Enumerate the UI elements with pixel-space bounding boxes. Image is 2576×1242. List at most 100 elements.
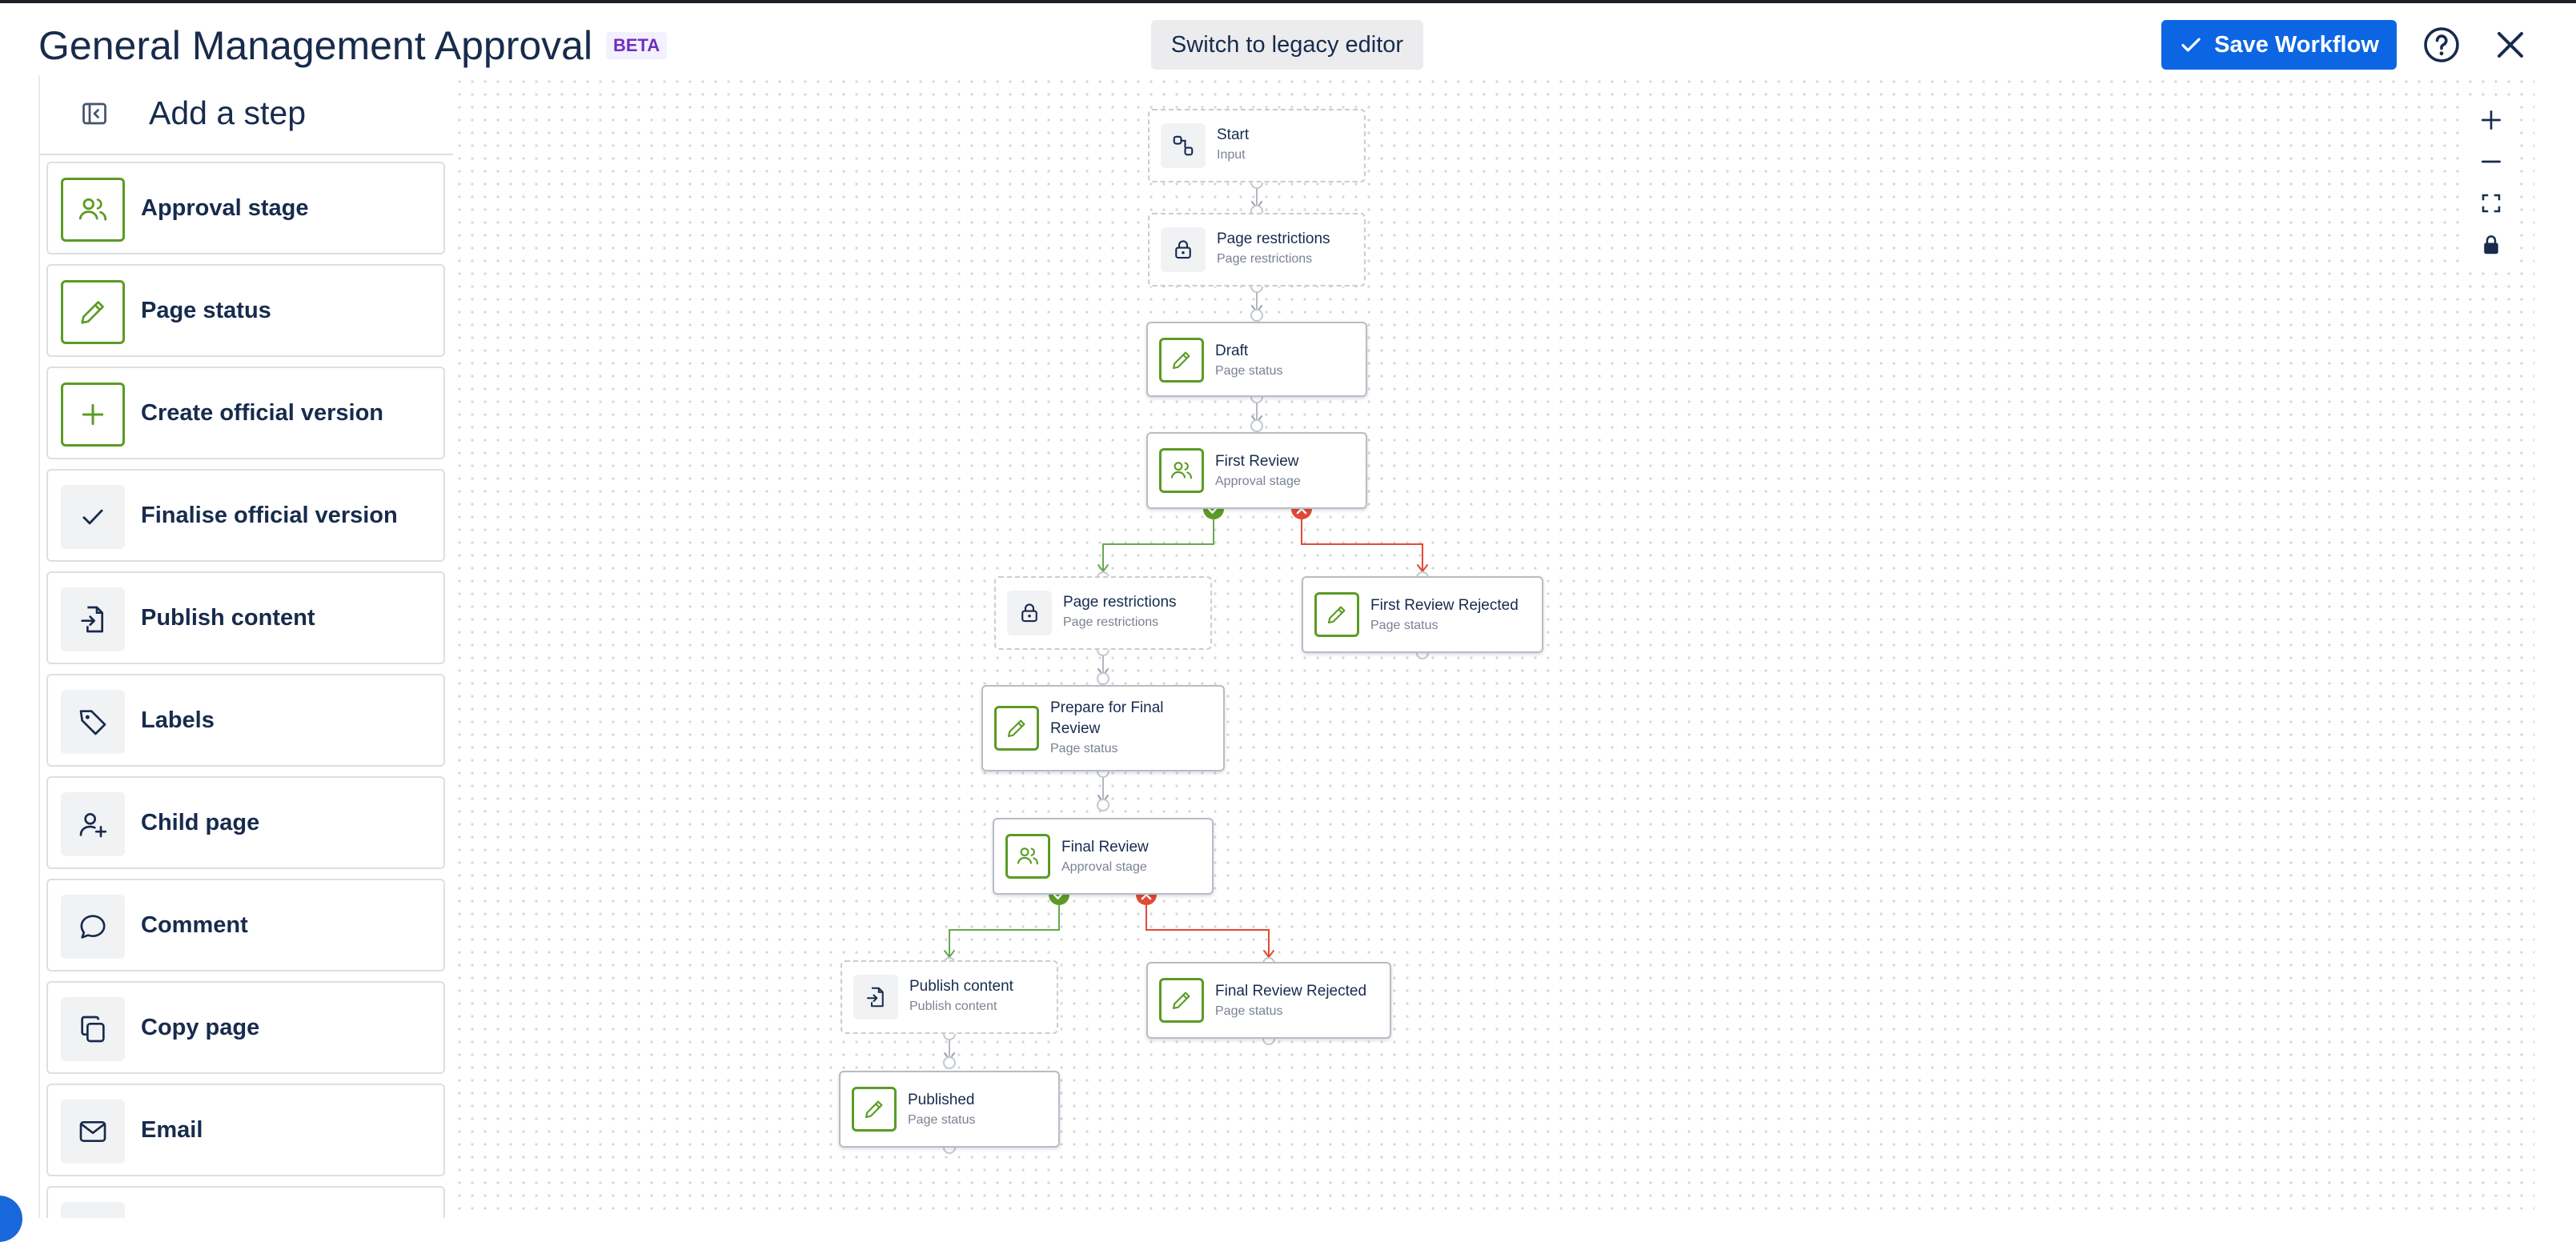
node-first-review-rejected[interactable]: First Review Rejected Page status — [1302, 576, 1543, 653]
step-label: Publish content — [141, 605, 315, 631]
node-title: Published — [908, 1092, 975, 1108]
node-page-restrictions-2[interactable]: Page restrictions Page restrictions — [994, 576, 1212, 650]
handle — [1250, 419, 1263, 432]
step-label: Page status — [141, 298, 271, 323]
step-approval-stage[interactable]: Approval stage — [46, 162, 445, 254]
page-title: General Management Approval — [38, 23, 593, 68]
node-title: First Review Rejected — [1370, 597, 1519, 614]
users-icon — [61, 178, 125, 242]
node-title: Page restrictions — [1217, 230, 1330, 247]
pencil-icon — [61, 280, 125, 344]
help-launcher-button[interactable] — [0, 1196, 22, 1242]
zoom-in-button[interactable] — [2469, 99, 2514, 141]
step-label: Comment — [141, 912, 248, 938]
step-child-page[interactable]: Child page — [46, 776, 445, 869]
lock-icon — [1007, 591, 1052, 635]
lock-canvas-button[interactable] — [2469, 224, 2514, 266]
check-icon — [61, 485, 125, 549]
edge-first-review-approved — [1102, 509, 1214, 575]
pencil-icon — [1159, 338, 1204, 383]
zoom-out-button[interactable] — [2469, 141, 2514, 182]
lock-icon — [1161, 227, 1206, 272]
pencil-icon — [1159, 978, 1204, 1023]
window-top-edge — [0, 0, 2576, 3]
handle — [1097, 799, 1109, 811]
step-label: Email — [141, 1117, 203, 1143]
step-icon-partial — [61, 1202, 125, 1218]
publish-icon — [61, 587, 125, 651]
step-finalise-official-version[interactable]: Finalise official version — [46, 469, 445, 562]
close-icon[interactable] — [2491, 26, 2530, 64]
step-copy-page[interactable]: Copy page — [46, 981, 445, 1074]
edge-first-review-rejected — [1301, 509, 1423, 575]
step-labels[interactable]: Labels — [46, 674, 445, 767]
step-label: Child page — [141, 810, 260, 835]
node-subtitle: Page restrictions — [1217, 252, 1313, 266]
node-subtitle: Approval stage — [1061, 860, 1147, 874]
node-subtitle: Publish content — [909, 1000, 997, 1013]
node-subtitle: Page status — [908, 1113, 976, 1127]
node-title: Prepare for Final Review — [1050, 699, 1164, 737]
collapse-sidebar-icon[interactable] — [80, 99, 109, 128]
node-final-review-rejected[interactable]: Final Review Rejected Page status — [1146, 962, 1391, 1039]
node-start[interactable]: Start Input — [1148, 109, 1366, 182]
node-subtitle: Page status — [1215, 364, 1283, 378]
workflow-canvas[interactable]: Start Input Page restrictions Page restr… — [453, 75, 2534, 1218]
node-title: Publish content — [909, 978, 1013, 995]
step-label: Approval stage — [141, 195, 309, 221]
fit-view-button[interactable] — [2469, 182, 2514, 224]
node-title: First Review — [1215, 453, 1299, 470]
step-label: Create official version — [141, 400, 383, 426]
node-final-review[interactable]: Final Review Approval stage — [993, 818, 1214, 895]
fit-view-icon — [2482, 194, 2501, 213]
step-label: Labels — [141, 707, 215, 733]
node-subtitle: Approval stage — [1215, 475, 1301, 488]
canvas-controls — [2469, 99, 2514, 267]
person-add-icon — [61, 792, 125, 856]
minus-icon — [2482, 160, 2501, 163]
step-create-official-version[interactable]: Create official version — [46, 367, 445, 459]
step-comment[interactable]: Comment — [46, 879, 445, 972]
node-draft[interactable]: Draft Page status — [1146, 322, 1367, 397]
step-card-partial[interactable] — [46, 1186, 445, 1218]
comment-icon — [61, 895, 125, 959]
node-page-restrictions[interactable]: Page restrictions Page restrictions — [1148, 213, 1366, 286]
input-icon — [1161, 123, 1206, 168]
save-workflow-button[interactable]: Save Workflow — [2161, 20, 2397, 70]
node-title: Draft — [1215, 343, 1249, 359]
beta-badge: BETA — [606, 32, 668, 59]
node-subtitle: Page status — [1370, 619, 1438, 632]
step-page-status[interactable]: Page status — [46, 264, 445, 357]
node-subtitle: Page status — [1215, 1004, 1283, 1018]
node-first-review[interactable]: First Review Approval stage — [1146, 432, 1367, 509]
plus-icon — [61, 383, 125, 447]
copy-icon — [61, 997, 125, 1061]
handle — [1097, 672, 1109, 685]
edge-final-review-rejected — [1146, 895, 1270, 960]
step-email[interactable]: Email — [46, 1084, 445, 1176]
save-workflow-label: Save Workflow — [2214, 31, 2379, 58]
node-title: Start — [1217, 126, 1250, 143]
node-prepare-final-review[interactable]: Prepare for Final Review Page status — [981, 685, 1225, 771]
step-publish-content[interactable]: Publish content — [46, 571, 445, 664]
pencil-icon — [852, 1087, 897, 1132]
users-icon — [1159, 448, 1204, 493]
pencil-icon — [994, 706, 1039, 751]
node-title: Page restrictions — [1063, 594, 1177, 611]
sidebar-header: Add a step — [40, 75, 453, 155]
handle — [1250, 309, 1263, 322]
edge-final-review-approved — [949, 895, 1060, 960]
email-icon — [61, 1100, 125, 1164]
node-title: Final Review Rejected — [1215, 983, 1367, 1000]
node-publish-content[interactable]: Publish content Publish content — [841, 960, 1058, 1034]
sidebar-title: Add a step — [149, 94, 307, 131]
node-subtitle: Page restrictions — [1063, 615, 1159, 629]
lock-icon — [2484, 235, 2498, 254]
node-subtitle: Input — [1217, 148, 1246, 162]
help-icon[interactable] — [2422, 26, 2461, 64]
node-published[interactable]: Published Page status — [839, 1071, 1060, 1148]
node-subtitle: Page status — [1050, 742, 1118, 755]
switch-legacy-editor-button[interactable]: Switch to legacy editor — [1151, 20, 1423, 70]
node-title: Final Review — [1061, 839, 1149, 855]
plus-icon — [2482, 110, 2501, 130]
